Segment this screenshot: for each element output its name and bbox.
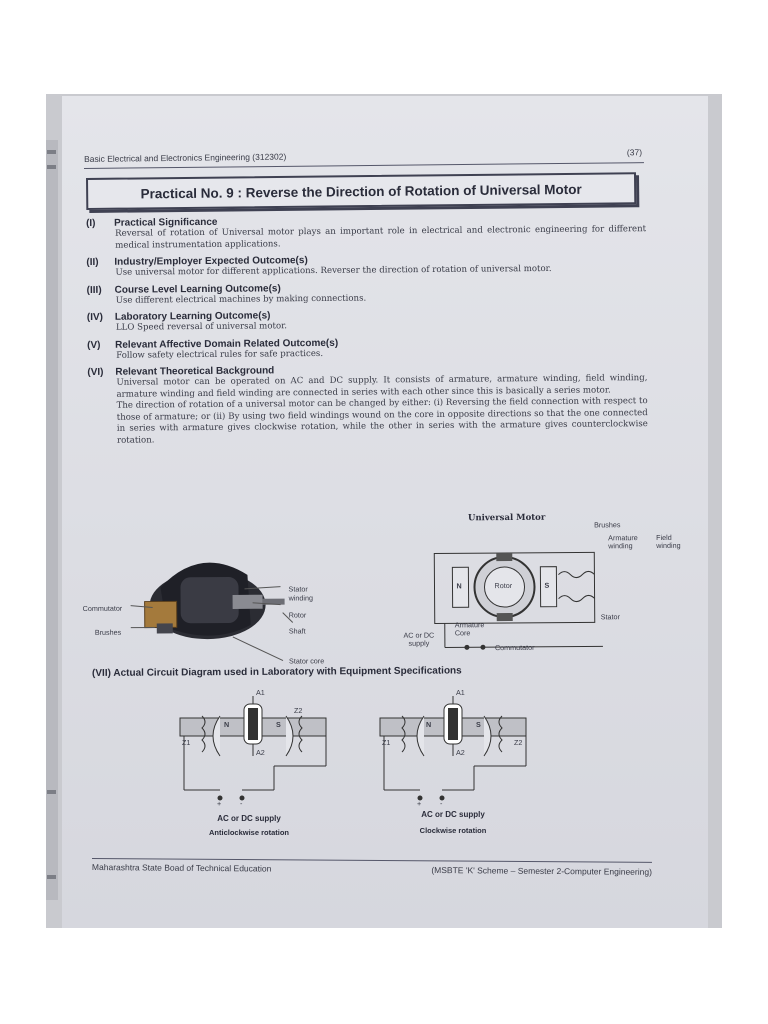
schematic-label-armature-winding: Armature winding: [608, 533, 638, 551]
schematic-label-field-winding: Field winding: [656, 532, 681, 550]
book-edge-mark: [47, 875, 56, 879]
book-edge: [46, 140, 58, 900]
section-item: (V)Relevant Affective Domain Related Out…: [87, 335, 647, 362]
left-label-a2: A2: [256, 748, 265, 757]
section-number: (V): [87, 339, 101, 351]
section-number: (IV): [86, 311, 104, 323]
right-label-z1: Z1: [382, 738, 391, 747]
left-label-z1: Z1: [182, 738, 191, 747]
schematic-label-supply: AC or DC supply: [403, 630, 435, 648]
book-edge-mark: [47, 790, 56, 794]
section-paragraph: The direction of rotation of a universal…: [116, 396, 648, 446]
right-caption: Clockwise rotation: [419, 826, 487, 835]
section-item: (IV)Laboratory Learning Outcome(s)LLO Sp…: [87, 307, 647, 334]
label-brushes: Brushes: [94, 627, 122, 637]
footer-board: Maharashtra State Boad of Technical Educ…: [91, 862, 272, 874]
schematic-label-rotor: Rotor: [494, 580, 513, 591]
book-page: Basic Electrical and Electronics Enginee…: [62, 96, 708, 928]
left-label-z2: Z2: [294, 706, 303, 715]
right-label-a2: A2: [456, 748, 465, 757]
section-body: Reversal of rotation of Universal motor …: [115, 224, 646, 252]
section-number: (I): [86, 217, 96, 229]
section-body: Universal motor can be operated on AC an…: [116, 373, 648, 447]
left-label-plus: +: [217, 799, 222, 808]
right-supply-label: AC or DC supply: [421, 810, 485, 819]
section-item: (III)Course Level Learning Outcome(s)Use…: [87, 280, 647, 307]
right-label-z2: Z2: [514, 738, 523, 747]
label-stator-winding: Stator winding: [288, 584, 313, 603]
label-commutator: Commutator: [82, 603, 123, 613]
right-label-n: N: [426, 720, 432, 729]
right-label-s: S: [476, 720, 481, 729]
schematic-label-stator: Stator: [600, 612, 620, 622]
page-number: (37): [626, 147, 643, 158]
book-edge-mark: [47, 150, 56, 154]
section-number: (VI): [87, 366, 104, 378]
schematic-label-brushes: Brushes: [594, 520, 621, 530]
footer-scheme: (MSBTE 'K' Scheme – Semester 2-Computer …: [431, 864, 652, 877]
universal-motor-figure: Universal Motor Commutator Brushes Stato…: [82, 512, 681, 682]
page-footer: Maharashtra State Boad of Technical Educ…: [92, 862, 652, 877]
practical-title: Practical No. 9 : Reverse the Direction …: [140, 181, 582, 201]
header-rule: [84, 162, 644, 169]
circuit-anticlockwise: [179, 696, 327, 801]
left-caption: Anticlockwise rotation: [208, 828, 289, 837]
motor-photo: [130, 562, 294, 662]
schematic-label-n: N: [456, 581, 462, 591]
figure-title: Universal Motor: [467, 512, 546, 524]
section-paragraph: Reversal of rotation of Universal motor …: [115, 224, 647, 251]
schematic-label-commutator: Commutator: [494, 642, 535, 653]
section-item: (II)Industry/Employer Expected Outcome(s…: [86, 252, 646, 279]
right-label-a1: A1: [456, 688, 465, 697]
section-number: (III): [86, 284, 102, 296]
right-label-minus: -: [440, 799, 443, 808]
right-label-plus: +: [417, 799, 422, 808]
left-label-s: S: [276, 720, 281, 729]
section-number: (II): [86, 256, 99, 268]
left-label-n: N: [224, 720, 230, 729]
circuit-clockwise: [379, 696, 527, 801]
label-shaft: Shaft: [288, 626, 306, 636]
circuit-diagrams: A1 A2 Z1 Z2 N S + - AC or DC supply Anti…: [162, 686, 582, 846]
left-supply-label: AC or DC supply: [217, 814, 281, 823]
schematic-label-s: S: [544, 580, 550, 590]
motor-schematic: [433, 551, 603, 650]
book-edge-mark: [47, 165, 56, 169]
left-label-a1: A1: [256, 688, 265, 697]
section-heading-text: Practical Significance: [113, 216, 218, 229]
page-header: Basic Electrical and Electronics Enginee…: [84, 147, 642, 164]
schematic-label-armature-core: Armature Core: [454, 620, 485, 638]
label-stator-core: Stator core: [288, 656, 325, 666]
course-title: Basic Electrical and Electronics Enginee…: [84, 151, 287, 164]
left-label-minus: -: [240, 799, 243, 808]
practical-title-box: Practical No. 9 : Reverse the Direction …: [86, 172, 637, 210]
label-rotor: Rotor: [288, 610, 307, 620]
circuit-drawing: [179, 696, 527, 801]
section-heading-text: Course Level Learning Outcome(s): [114, 282, 281, 296]
